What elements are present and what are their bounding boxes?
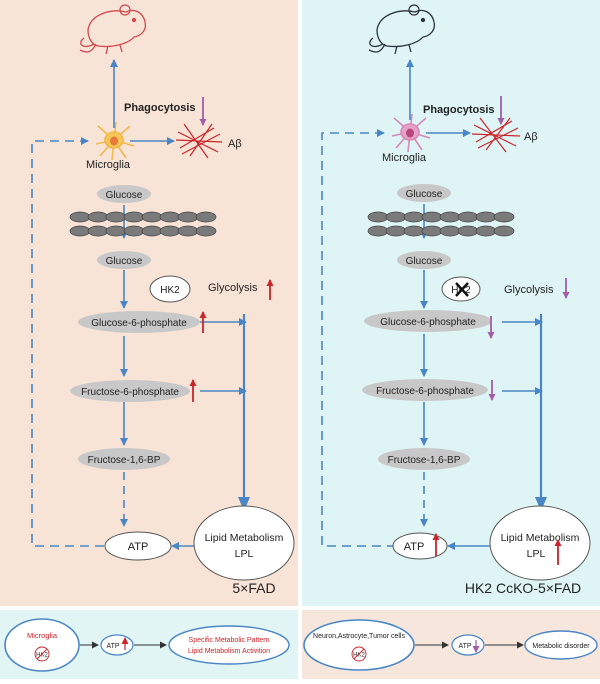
glucose-outside-node	[97, 185, 151, 203]
atp-summary-label: ATP	[106, 643, 119, 650]
glucose-inside-node	[397, 251, 451, 269]
atp-summary-label: ATP	[458, 643, 471, 650]
g6p-node	[364, 310, 492, 332]
glucose-inside-label: Glucose	[106, 256, 143, 267]
microglia-label: Microglia	[86, 159, 131, 171]
right-panel-background	[302, 0, 600, 606]
f6p-node	[70, 380, 190, 402]
bottom-right-summary: Neuron,Astrocyte,Tumor cells HK2 ATP Met…	[303, 619, 598, 671]
left-panel: Phagocytosis Aβ Microglia Glucose Glucos…	[31, 4, 295, 596]
no-symbol-icon	[36, 648, 48, 660]
f16bp-node	[78, 448, 170, 470]
f16bp-label: Fructose-1,6-BP	[88, 455, 161, 466]
f16bp-node	[378, 448, 470, 470]
no-symbol-icon	[353, 648, 365, 660]
atp-label: ATP	[128, 541, 149, 553]
mouse-icon	[368, 4, 436, 55]
glucose-inside-node	[97, 251, 151, 269]
specific-metabolic-pattern-label: Specific Metabolic Pattern	[189, 637, 270, 644]
metabolic-disorder-label: Metabolic disorder	[532, 643, 590, 650]
lpl-label: LPL	[527, 548, 546, 560]
knockout-x-icon	[455, 282, 469, 297]
glucose-outside-node	[397, 184, 451, 202]
f6p-node	[362, 379, 488, 401]
microglia-summary-label: Microglia	[27, 631, 58, 640]
specific-metabolic-pattern-node	[168, 625, 290, 665]
g6p-label: Glucose-6-phosphate	[380, 317, 476, 328]
g6p-node	[78, 311, 200, 333]
glucose-inside-label: Glucose	[406, 256, 443, 267]
hk2-badge-label: HK2	[353, 653, 365, 659]
bottom-left-summary: Microglia HK2 ATP Specific Metabolic Pat…	[4, 618, 290, 672]
lipid-metabolism-label: Lipid Metabolism	[501, 532, 580, 544]
other-cells-summary-node	[303, 619, 415, 671]
atp-label: ATP	[404, 541, 425, 553]
hk2-label: HK2	[160, 285, 180, 296]
f6p-label: Fructose-6-phosphate	[81, 387, 179, 398]
cell-membrane-icon	[367, 211, 515, 237]
mouse-icon	[79, 4, 147, 55]
metabolic-disorder-node	[524, 630, 598, 660]
hk2-badge-label: HK2	[36, 653, 48, 659]
abeta-label: Aβ	[524, 131, 538, 143]
lipid-metabolism-node	[193, 505, 295, 581]
model-label: 5×FAD	[232, 580, 275, 596]
microglia-cell-icon	[95, 121, 135, 161]
model-label: HK2 CcKO-5×FAD	[465, 580, 581, 596]
abeta-label: Aβ	[228, 138, 242, 150]
f16bp-label: Fructose-1,6-BP	[388, 455, 461, 466]
glycolysis-label: Glycolysis	[208, 282, 258, 294]
phagocytosis-label: Phagocytosis	[124, 102, 196, 114]
glucose-outside-label: Glucose	[106, 190, 143, 201]
right-panel: Phagocytosis Aβ Microglia Glucose Glucos…	[321, 4, 591, 596]
amyloid-beta-icon	[175, 123, 223, 159]
microglia-summary-node	[4, 618, 80, 672]
f6p-label: Fructose-6-phosphate	[376, 386, 474, 397]
g6p-label: Glucose-6-phosphate	[91, 318, 187, 329]
amyloid-beta-icon	[471, 117, 521, 153]
lipid-metabolism-activition-label: Lipid Metabolism Activition	[188, 648, 270, 655]
atp-node	[104, 531, 172, 561]
phagocytosis-label: Phagocytosis	[423, 104, 495, 116]
hk2-enzyme-node	[149, 275, 191, 303]
lipid-metabolism-node	[489, 505, 591, 581]
microglia-label: Microglia	[382, 152, 427, 164]
glycolysis-label: Glycolysis	[504, 284, 554, 296]
other-cells-summary-label: Neuron,Astrocyte,Tumor cells	[313, 633, 405, 640]
cell-membrane-icon	[69, 211, 217, 237]
microglia-cell-icon	[391, 113, 431, 153]
glucose-outside-label: Glucose	[406, 189, 443, 200]
lpl-label: LPL	[235, 548, 254, 560]
lipid-metabolism-label: Lipid Metabolism	[205, 532, 284, 544]
